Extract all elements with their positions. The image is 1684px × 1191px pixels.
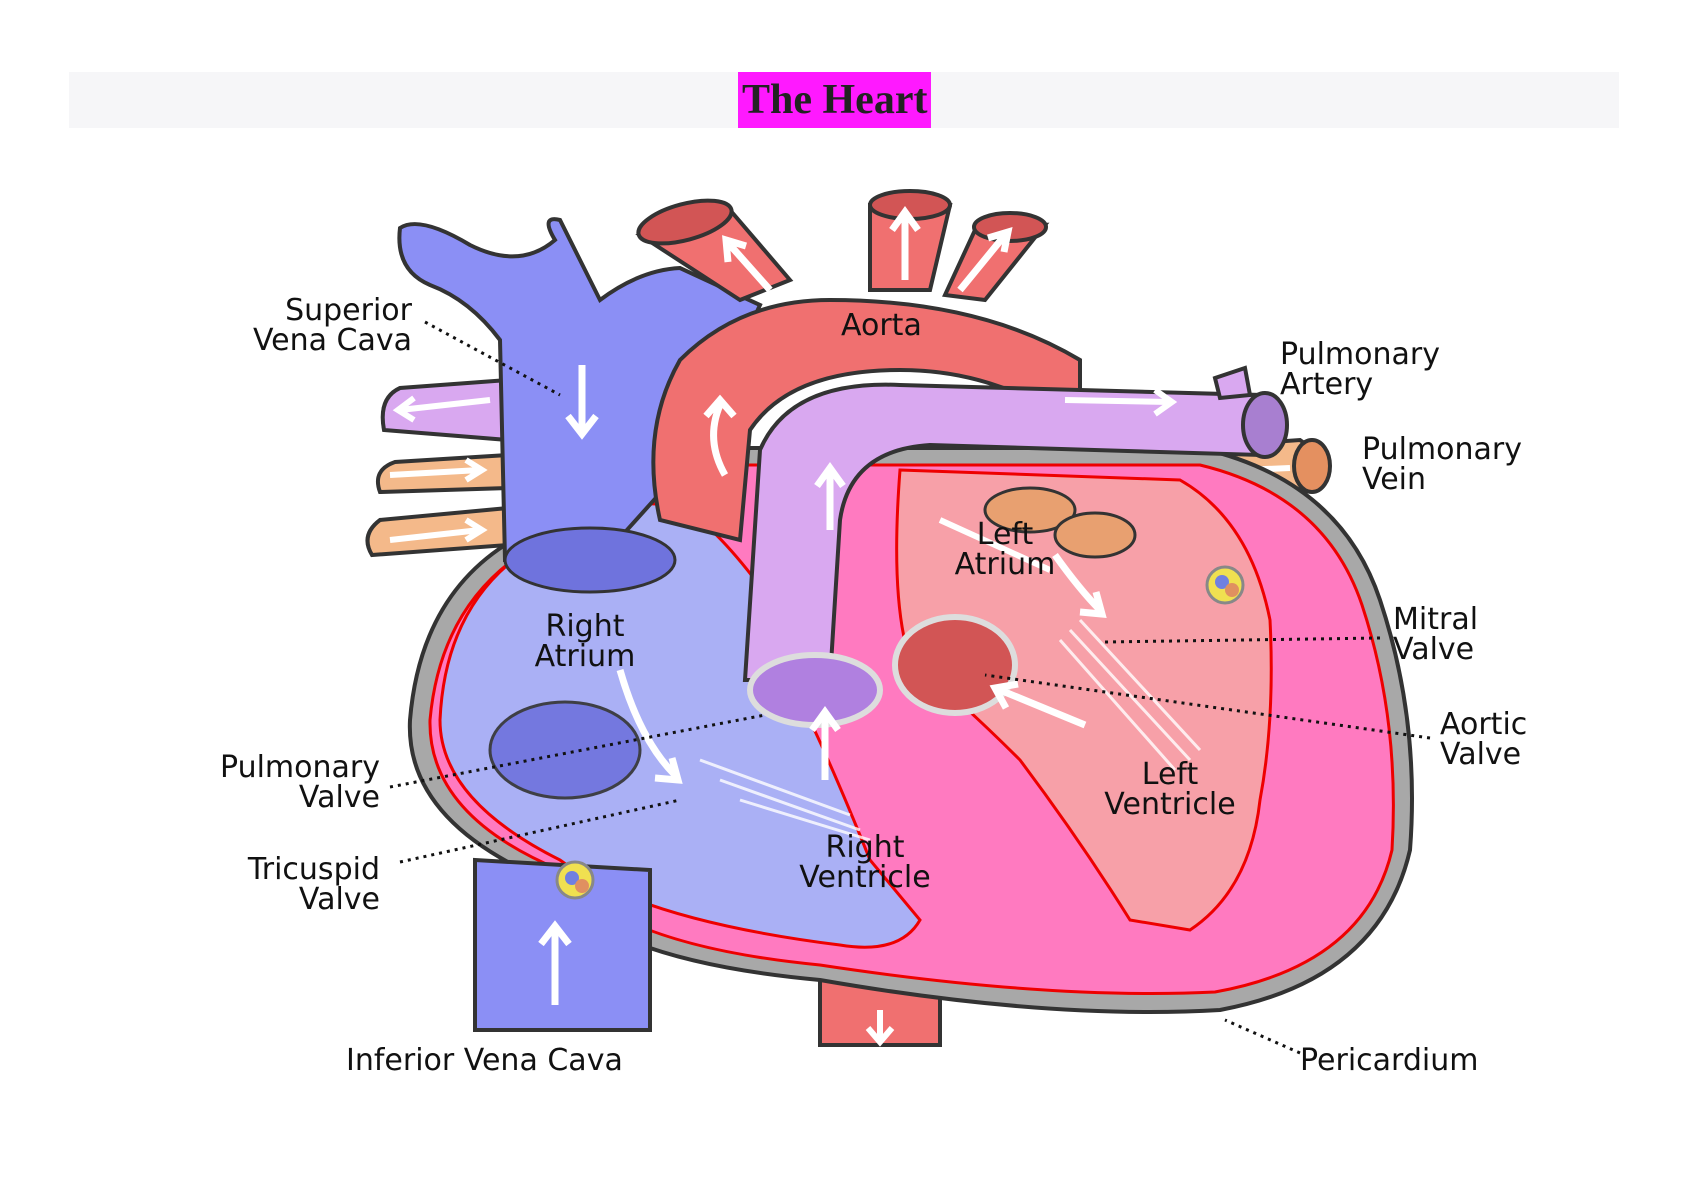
arrow-left-artery <box>392 395 491 423</box>
chordae-right <box>699 758 871 842</box>
aorta-arch <box>651 297 1082 543</box>
leader-aortic <box>984 673 1431 740</box>
page-title: The Heart <box>738 72 932 128</box>
arrow-ra-to-rv <box>616 669 683 784</box>
label-pericardium: Pericardium <box>1300 1043 1479 1078</box>
pulmonary-artery-stub <box>1212 365 1253 401</box>
pulmonary-vein-left-lower <box>365 505 510 558</box>
pulmonary-artery-left-branch <box>380 377 510 443</box>
left-atrium-veins <box>983 486 1077 534</box>
aortic-valve-shape <box>892 614 1018 716</box>
pulmonary-artery-end <box>1241 391 1289 459</box>
arrow-down-svc <box>565 365 599 440</box>
inferior-opening <box>488 700 642 800</box>
arrow-aorta-1 <box>722 235 773 293</box>
leader-mitral <box>1104 636 1381 644</box>
arrow-right-pa <box>1064 387 1178 417</box>
label-aorta: Aorta <box>841 308 922 343</box>
arrow-up-pa <box>814 462 846 530</box>
arrow-right-vein-1 <box>389 457 488 483</box>
chordae-left <box>1058 618 1202 771</box>
arrow-down-aorta <box>865 1010 895 1047</box>
inferior-vena-cava <box>473 857 652 1032</box>
pulmonary-valve-shape <box>747 652 883 728</box>
arrow-pv-into-la <box>938 517 1052 573</box>
label-inferior-vena-cava: Inferior Vena Cava <box>346 1043 623 1078</box>
leader-svc <box>424 320 561 397</box>
arrow-aorta-4 <box>703 394 737 477</box>
arrow-aorta-2 <box>889 206 921 280</box>
arrow-aorta-3 <box>957 226 1013 293</box>
leader-lines <box>389 320 1431 1055</box>
arrow-rv-to-pv <box>809 706 841 780</box>
arrow-la-to-lv <box>1052 552 1107 618</box>
arrow-right-vein-2 <box>389 517 488 543</box>
arrow-lv-to-ao <box>989 680 1087 729</box>
arrow-up-ivc <box>538 920 572 1005</box>
vena-cava-opening <box>503 526 677 594</box>
leader-pericardium <box>1224 1018 1301 1055</box>
